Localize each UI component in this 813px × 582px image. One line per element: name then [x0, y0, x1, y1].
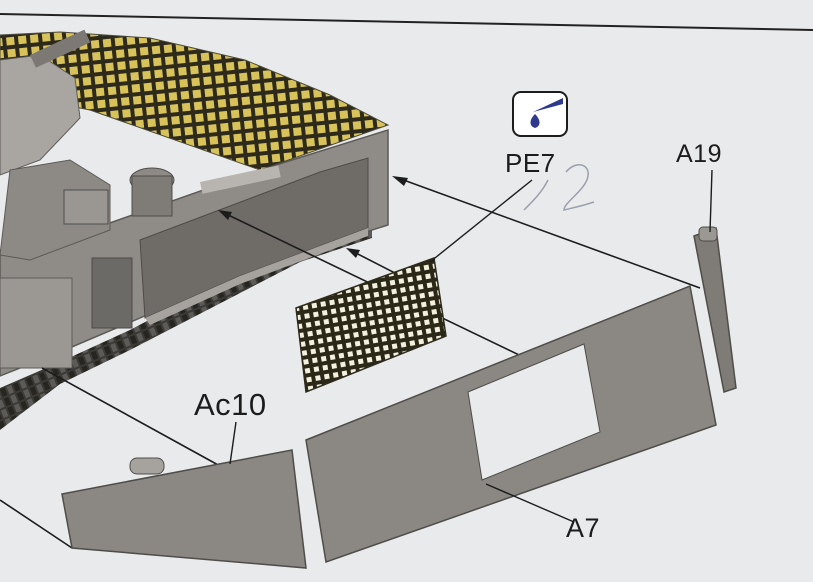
part-a19-knob	[698, 226, 718, 242]
label-a7: A7	[566, 513, 601, 543]
page-rule	[0, 13, 813, 31]
leader-a19	[709, 169, 713, 233]
superstructure	[0, 54, 81, 176]
label-ac10: Ac10	[194, 387, 267, 422]
hatch-box	[63, 189, 109, 225]
fuel-canister	[131, 175, 173, 217]
part-ac10-handle	[129, 457, 165, 475]
hull-inner-floor	[145, 228, 368, 325]
arrow-line-front	[41, 367, 221, 467]
part-pe7-mesh	[295, 256, 447, 394]
paint-brush-drop-icon	[511, 90, 569, 138]
part-ac10-plate	[61, 449, 307, 569]
leader-ac10	[229, 421, 237, 465]
arrowhead-a19	[392, 176, 408, 186]
hull-vent	[91, 257, 133, 329]
arrowhead-pe7	[346, 248, 360, 258]
part-a7-window	[467, 343, 601, 481]
deck-bar	[199, 165, 281, 194]
arrow-line-ac10	[0, 499, 73, 549]
gun-barrel	[29, 29, 91, 68]
leader-a7	[485, 483, 575, 523]
handwritten-mark	[520, 150, 610, 225]
label-a19: A19	[676, 140, 722, 168]
label-pe7: PE7	[505, 148, 556, 178]
hull-plate	[0, 277, 73, 369]
arrow-line-a19	[397, 177, 701, 289]
superstructure-front	[0, 159, 111, 261]
leader-pe7	[429, 179, 533, 263]
arrowhead-a7	[218, 210, 232, 220]
